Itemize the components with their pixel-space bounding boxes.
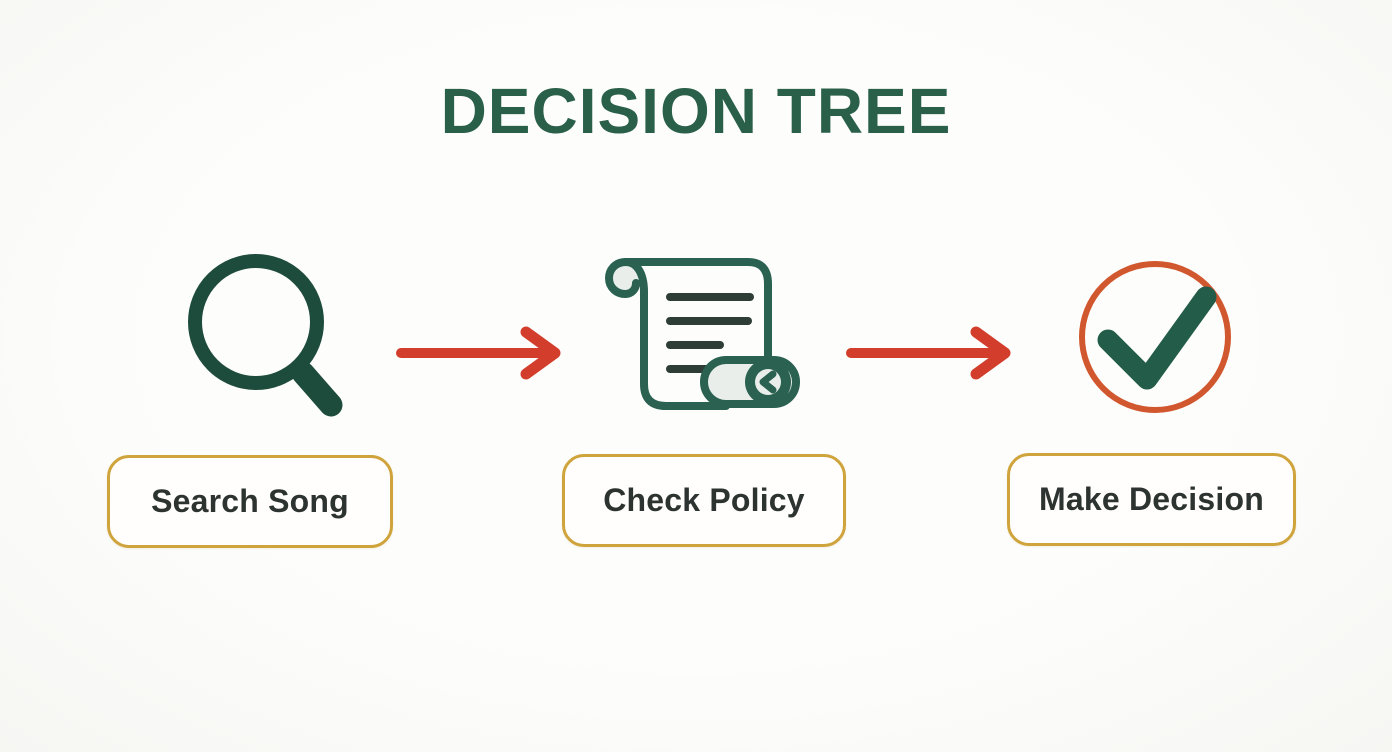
- step-label-text: Make Decision: [1039, 481, 1264, 517]
- check-circle-icon: [1079, 261, 1231, 413]
- step-label-text: Check Policy: [603, 482, 805, 518]
- step-label-search-song: Search Song: [107, 455, 393, 548]
- step-label-check-policy: Check Policy: [562, 454, 846, 547]
- step-label-text: Search Song: [151, 483, 349, 519]
- scroll-curl-fill: [612, 266, 638, 292]
- diagram-title: DECISION TREE: [440, 75, 952, 147]
- step-label-make-decision: Make Decision: [1007, 453, 1296, 546]
- arrow-right-icon: [846, 326, 1011, 380]
- search-magnifier-icon: [188, 254, 343, 417]
- arrow-right-icon: [396, 326, 561, 380]
- scroll-chevron-icon: [759, 370, 777, 394]
- policy-scroll-icon: [605, 258, 800, 410]
